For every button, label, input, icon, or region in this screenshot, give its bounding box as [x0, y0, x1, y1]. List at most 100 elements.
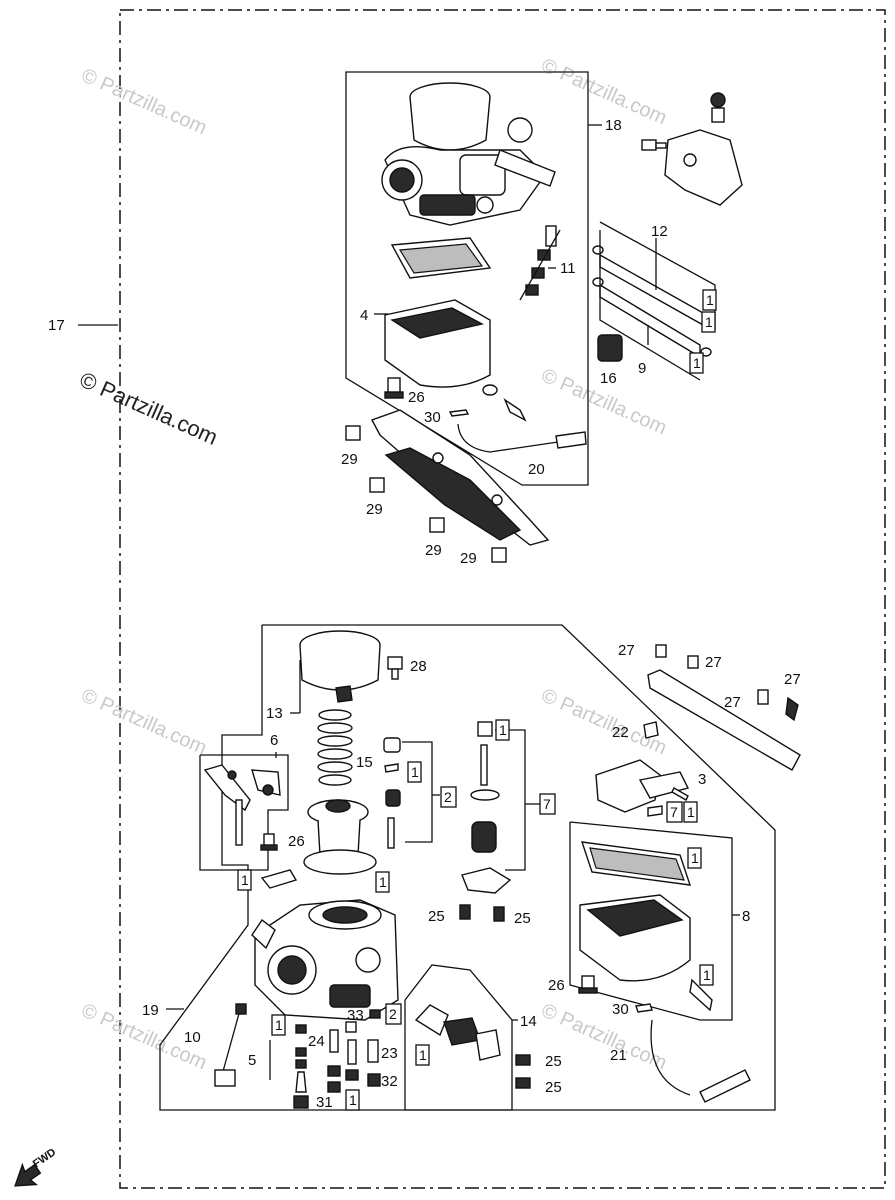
callout-13: 13: [266, 705, 283, 722]
callout-16: 16: [600, 370, 617, 387]
screw-26-right: [578, 975, 598, 994]
spring-16: [597, 334, 623, 362]
callout-18: 18: [605, 117, 622, 134]
boxed-references: 1 1 1 2 1 7 1 1 7 1 1 1 1 2 1 1 1: [237, 289, 717, 1111]
callout-29: 29: [425, 542, 442, 559]
callout-labels: 17 18 12 11 4 16 9 26 30 29 20 29 29 29 …: [48, 117, 801, 1111]
needle-valve-group-7: [461, 721, 512, 894]
ref-box-1: 1: [345, 1089, 360, 1111]
pilot-screw-set: [345, 1009, 381, 1087]
ref-box-1: 1: [687, 847, 702, 869]
callout-11: 11: [560, 260, 576, 277]
callout-29: 29: [366, 501, 383, 518]
callout-29: 29: [460, 550, 477, 567]
throttle-bracket: [641, 92, 743, 206]
callout-25: 25: [428, 908, 445, 925]
callout-27: 27: [705, 654, 722, 671]
svg-text:1: 1: [687, 804, 695, 820]
screw-26-left: [260, 833, 278, 851]
jet-set-5: [293, 1024, 309, 1109]
jet-needle-group: [383, 737, 401, 849]
screw-25-lower: [515, 1054, 531, 1089]
callout-6: 6: [270, 732, 278, 749]
svg-text:7: 7: [670, 804, 678, 820]
callout-15: 15: [356, 754, 373, 771]
callout-12: 12: [651, 223, 668, 240]
ref-box-1: 1: [415, 1044, 430, 1066]
callout-26: 26: [288, 833, 305, 850]
screw-28: [387, 656, 403, 680]
joint-pipes: [592, 221, 716, 381]
overflow-tube-21: [650, 1019, 691, 1096]
ref-box-7: 7: [539, 793, 556, 815]
ref-box-1: 1: [702, 289, 717, 311]
svg-text:1: 1: [379, 874, 387, 890]
callout-25: 25: [514, 910, 531, 927]
carburetor-stays: [371, 409, 550, 546]
ref-box-7: 7: [666, 801, 683, 823]
fuel-rail-27: [647, 644, 801, 771]
ref-box-1: 1: [407, 761, 422, 783]
callout-26: 26: [548, 977, 565, 994]
vacuum-piston-assembly: [299, 630, 381, 875]
watermark-text: © Partzilla.com: [538, 684, 670, 759]
svg-text:2: 2: [389, 1006, 397, 1022]
callout-28: 28: [410, 658, 427, 675]
callout-30: 30: [612, 1001, 629, 1018]
ref-box-1: 1: [495, 719, 510, 741]
callout-3: 3: [698, 771, 706, 788]
ref-box-1: 1: [699, 964, 714, 986]
svg-text:1: 1: [411, 764, 419, 780]
svg-text:1: 1: [705, 314, 713, 330]
callout-5: 5: [248, 1052, 256, 1069]
callout-30: 30: [424, 409, 441, 426]
starter-cable-10: [214, 1003, 247, 1087]
callout-29: 29: [341, 451, 358, 468]
ref-box-1: 1: [375, 871, 390, 893]
svg-text:1: 1: [693, 355, 701, 371]
lower-carburetor-outline: [159, 624, 776, 1111]
callout-27: 27: [618, 642, 635, 659]
callout-4: 4: [360, 307, 368, 324]
overflow-tube-20: [457, 423, 559, 453]
screw-set-11: [519, 225, 561, 301]
svg-text:1: 1: [691, 850, 699, 866]
svg-text:1: 1: [349, 1092, 357, 1108]
ref-box-1: 1: [271, 1014, 286, 1036]
callout-33: 33: [347, 1007, 364, 1024]
assembly-frame: [119, 9, 886, 1189]
ref-box-2: 2: [385, 1003, 402, 1025]
svg-text:1: 1: [419, 1047, 427, 1063]
callout-10: 10: [184, 1029, 201, 1046]
callout-31: 31: [316, 1094, 333, 1111]
callout-14: 14: [520, 1013, 537, 1030]
watermark-text: © Partzilla.com: [78, 684, 210, 759]
svg-text:1: 1: [241, 872, 249, 888]
watermark-text: © Partzilla.com: [538, 54, 670, 129]
callout-27: 27: [724, 694, 741, 711]
callout-27: 27: [784, 671, 801, 688]
ref-box-1: 1: [237, 869, 252, 891]
throttle-lever-6: [203, 764, 281, 846]
callout-26: 26: [408, 389, 425, 406]
svg-text:1: 1: [275, 1017, 283, 1033]
callout-25: 25: [545, 1053, 562, 1070]
callout-19: 19: [142, 1002, 159, 1019]
float-3: [595, 759, 690, 813]
ref-box-1: 1: [683, 801, 698, 823]
accelerator-pump-14: [414, 1004, 501, 1061]
callout-20: 20: [528, 461, 545, 478]
drain-screw-26-upper: [384, 377, 404, 399]
upper-float-bowl: [384, 237, 527, 422]
callout-24: 24: [308, 1033, 325, 1050]
svg-text:7: 7: [543, 796, 551, 812]
callout-22: 22: [612, 724, 629, 741]
svg-text:1: 1: [706, 292, 714, 308]
watermark-brand: © Partzilla.com: [76, 367, 222, 450]
lower-float-bowl-8: [579, 841, 713, 1012]
ref-box-1: 1: [689, 352, 704, 374]
svg-text:1: 1: [499, 722, 507, 738]
watermark-text: © Partzilla.com: [78, 64, 210, 139]
callout-8: 8: [742, 908, 750, 925]
